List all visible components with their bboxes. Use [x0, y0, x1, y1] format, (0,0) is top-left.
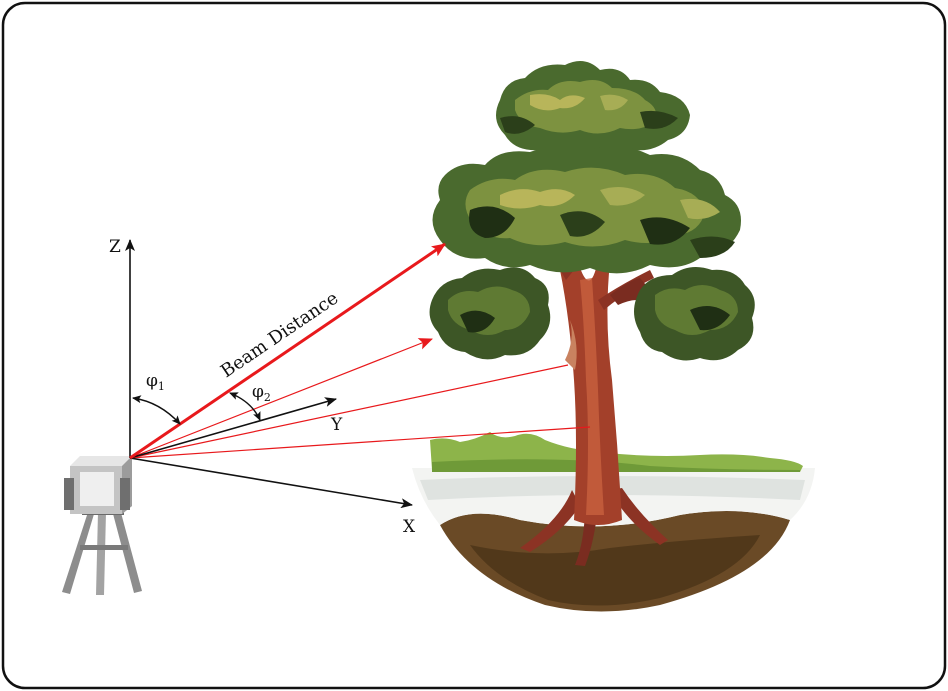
- angle-arc-phi2: [229, 392, 261, 421]
- tree-canopy: [429, 61, 755, 361]
- phi2-symbol: φ: [252, 382, 264, 402]
- angle-phi1-label: φ1: [146, 371, 165, 393]
- phi2-subscript: 2: [264, 391, 271, 404]
- y-axis-label: Y: [330, 415, 343, 435]
- phi1-symbol: φ: [146, 371, 158, 391]
- scan-ray-3: [129, 426, 591, 459]
- angle-phi2-label: φ2: [252, 382, 271, 404]
- beam-distance-arrow: [129, 242, 446, 460]
- angle-arc-phi1: [132, 395, 181, 425]
- scan-ray-2: [129, 364, 569, 459]
- tree-icon: [429, 61, 755, 566]
- coordinate-axes: [125, 239, 413, 509]
- laser-scanner-on-tripod-icon: [62, 456, 142, 595]
- y-axis: [129, 397, 337, 459]
- x-axis-label: X: [403, 517, 416, 537]
- z-axis-label: Z: [109, 237, 121, 257]
- phi1-subscript: 1: [158, 380, 165, 393]
- x-axis: [129, 457, 413, 509]
- scan-ray-1: [129, 338, 433, 459]
- scan-rays: [129, 338, 591, 459]
